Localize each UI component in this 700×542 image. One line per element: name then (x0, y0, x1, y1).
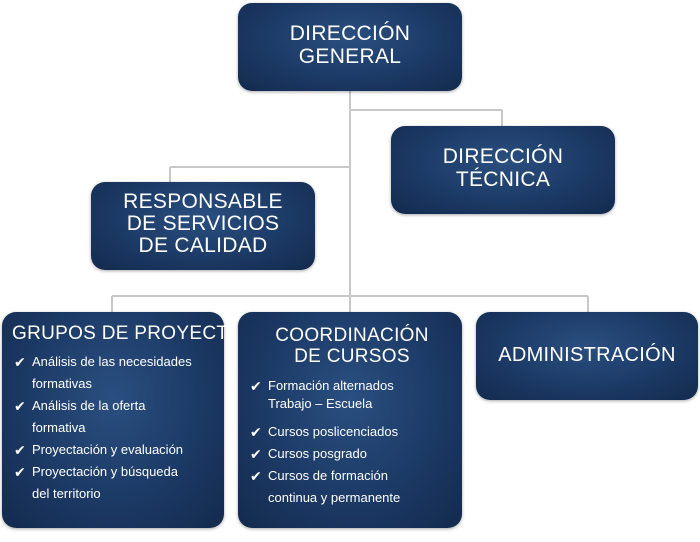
box-administracion: ADMINISTRACIÓN (476, 312, 698, 400)
list-item: ✔ Formación alternados Trabajo – Escuela (248, 377, 456, 413)
item-text: Cursos posgrado (268, 446, 367, 462)
responsable-calidad-title: RESPONSABLE DE SERVICIOS DE CALIDAD (91, 190, 315, 258)
list-item: ✔ Análisis de las necesidades formativas (12, 351, 218, 395)
check-icon: ✔ (250, 446, 262, 463)
title-line: GENERAL (298, 44, 402, 68)
list-item: ✔ Cursos posgrado (248, 443, 456, 465)
title-line: COORDINACIÓN (275, 325, 429, 346)
title-line: DE CURSOS (294, 345, 410, 367)
item-text: formativa (32, 419, 86, 435)
check-icon: ✔ (14, 463, 26, 480)
title-line: DE SERVICIOS (126, 212, 280, 236)
item-text: Formación alternados (268, 378, 394, 394)
list-item: ✔ Proyectación y búsqueda del territorio (12, 461, 218, 505)
check-icon: ✔ (14, 353, 26, 370)
item-text: Análisis de las necesidades (32, 353, 192, 369)
item-text: formativas (32, 375, 92, 391)
grupos-proyecto-list: ✔ Análisis de las necesidades formativas… (12, 351, 218, 505)
check-icon: ✔ (14, 441, 26, 458)
title-line: DIRECCIÓN (289, 22, 411, 45)
item-text: Proyectación y evaluación (32, 441, 184, 457)
list-item: ✔ Cursos de formación continua y permane… (248, 465, 456, 509)
administracion-title: ADMINISTRACIÓN (498, 344, 676, 367)
check-icon: ✔ (250, 424, 262, 441)
item-text: Cursos de formación (268, 468, 388, 484)
check-icon: ✔ (250, 468, 262, 485)
item-text: continua y permanente (268, 490, 401, 506)
box-coordinacion-cursos: COORDINACIÓN DE CURSOS ✔ Formación alter… (238, 312, 462, 528)
box-direccion-tecnica: DIRECCIÓN TÉCNICA (391, 126, 615, 214)
coordinacion-cursos-title: COORDINACIÓN DE CURSOS (248, 325, 456, 367)
list-item: ✔ Proyectación y evaluación (12, 439, 218, 461)
grupos-proyecto-title: GRUPOS DE PROYECTO (12, 323, 243, 344)
title-line: TÉCNICA (455, 167, 551, 191)
item-text: Trabajo – Escuela (268, 396, 373, 412)
box-direccion-general: DIRECCIÓN GENERAL (238, 3, 462, 91)
item-text: Análisis de la oferta (32, 397, 146, 413)
item-text: Proyectación y búsqueda (32, 463, 178, 479)
item-text: Cursos poslicenciados (268, 424, 399, 440)
list-item: ✔ Cursos poslicenciados (248, 421, 456, 443)
title-line: RESPONSABLE (123, 190, 283, 213)
coordinacion-cursos-list: ✔ Formación alternados Trabajo – Escuela… (248, 377, 456, 509)
direccion-tecnica-title: DIRECCIÓN TÉCNICA (391, 145, 615, 191)
box-grupos-proyecto: GRUPOS DE PROYECTO ✔ Análisis de las nec… (2, 312, 243, 528)
direccion-general-title: DIRECCIÓN GENERAL (238, 22, 462, 68)
item-text: del territorio (32, 485, 101, 501)
check-icon: ✔ (14, 397, 26, 414)
check-icon: ✔ (250, 378, 262, 395)
title-line: DIRECCIÓN (442, 145, 564, 168)
list-item: ✔ Análisis de la oferta formativa (12, 395, 218, 439)
box-responsable-calidad: RESPONSABLE DE SERVICIOS DE CALIDAD (91, 182, 315, 270)
title-line: DE CALIDAD (138, 234, 268, 258)
